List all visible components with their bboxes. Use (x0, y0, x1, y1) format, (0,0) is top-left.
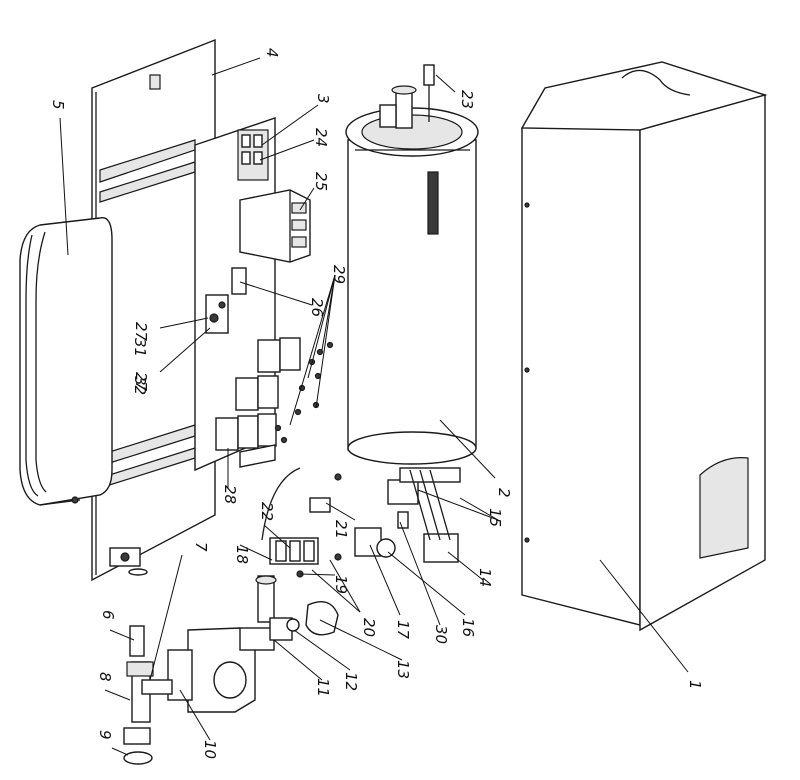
expansion-vessel (19, 216, 113, 506)
heating-element-flanges (387, 467, 461, 563)
callout-numbers: 1 2 3 4 5 6 7 8 9 10 11 12 13 15 14 16 1… (49, 48, 704, 759)
callout-label: 5 (49, 100, 67, 110)
callout-label: 1 (686, 680, 704, 690)
temperature-sensor (423, 64, 435, 122)
callout-label: 8 (96, 672, 114, 682)
callout-label: 11 (314, 678, 332, 697)
callout-label: 16 (459, 618, 477, 637)
leader-lines (59, 57, 689, 756)
callout-label: 27 (132, 322, 150, 342)
callout-label: 3 (314, 94, 332, 104)
callout-label: 22 (258, 502, 276, 521)
callout-label: 4 (263, 48, 281, 58)
callout-label: 19 (332, 575, 350, 594)
callout-label: 9 (96, 730, 114, 740)
callout-label: 13 (394, 660, 412, 679)
callout-label: 25 (312, 172, 330, 191)
callout-label: 6 (99, 610, 117, 620)
screws (274, 341, 334, 444)
safety-devices (261, 467, 342, 578)
callout-label: 17 (394, 620, 412, 640)
callout-label: 10 (201, 740, 219, 759)
callout-label: 12 (342, 672, 360, 691)
callout-label: 15 (486, 508, 504, 527)
front-casing (520, 61, 768, 632)
back-plate (91, 38, 216, 582)
callout-label: 29 (330, 265, 348, 284)
pump-assembly (123, 568, 339, 765)
contactor (239, 189, 311, 263)
callout-label: 23 (458, 90, 476, 109)
callout-label: 30 (432, 625, 450, 644)
callout-label: 31 (131, 338, 149, 357)
callout-label: 28 (221, 485, 239, 504)
callout-label: 32 (131, 376, 149, 395)
callout-label: 14 (476, 568, 494, 587)
callout-label: 24 (312, 128, 330, 147)
callout-label: 26 (308, 298, 326, 317)
callout-label: 18 (233, 545, 251, 564)
callout-label: 21 (332, 520, 350, 539)
relay-blocks (215, 337, 301, 468)
small-components (354, 511, 409, 558)
callout-label: 2 (495, 488, 513, 498)
heating-vessel (345, 85, 479, 465)
callout-label: 20 (360, 618, 378, 637)
callout-label: 7 (192, 542, 210, 552)
callout-label: 27 (132, 372, 150, 392)
